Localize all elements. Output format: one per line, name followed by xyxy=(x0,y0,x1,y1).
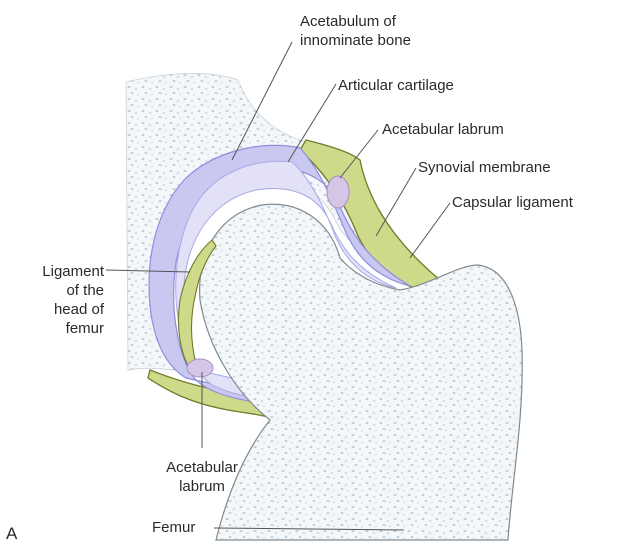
leader-capsular-ligament xyxy=(410,203,450,258)
label-ligament-of-head: Ligament of the head of femur xyxy=(8,262,104,338)
label-femur: Femur xyxy=(152,518,195,537)
label-articular-cartilage: Articular cartilage xyxy=(338,76,454,95)
label-acetabulum: Acetabulum of innominate bone xyxy=(300,12,411,50)
acetabular-labrum-bottom-shape xyxy=(187,359,213,377)
label-capsular-ligament: Capsular ligament xyxy=(452,193,573,212)
label-synovial-membrane: Synovial membrane xyxy=(418,158,551,177)
label-acetabular-labrum-bottom: Acetabular labrum xyxy=(140,458,264,496)
leader-synovial-membrane xyxy=(376,168,416,236)
label-acetabular-labrum-top: Acetabular labrum xyxy=(382,120,504,139)
acetabular-labrum-top-shape xyxy=(327,176,349,208)
panel-letter: A xyxy=(6,524,17,543)
